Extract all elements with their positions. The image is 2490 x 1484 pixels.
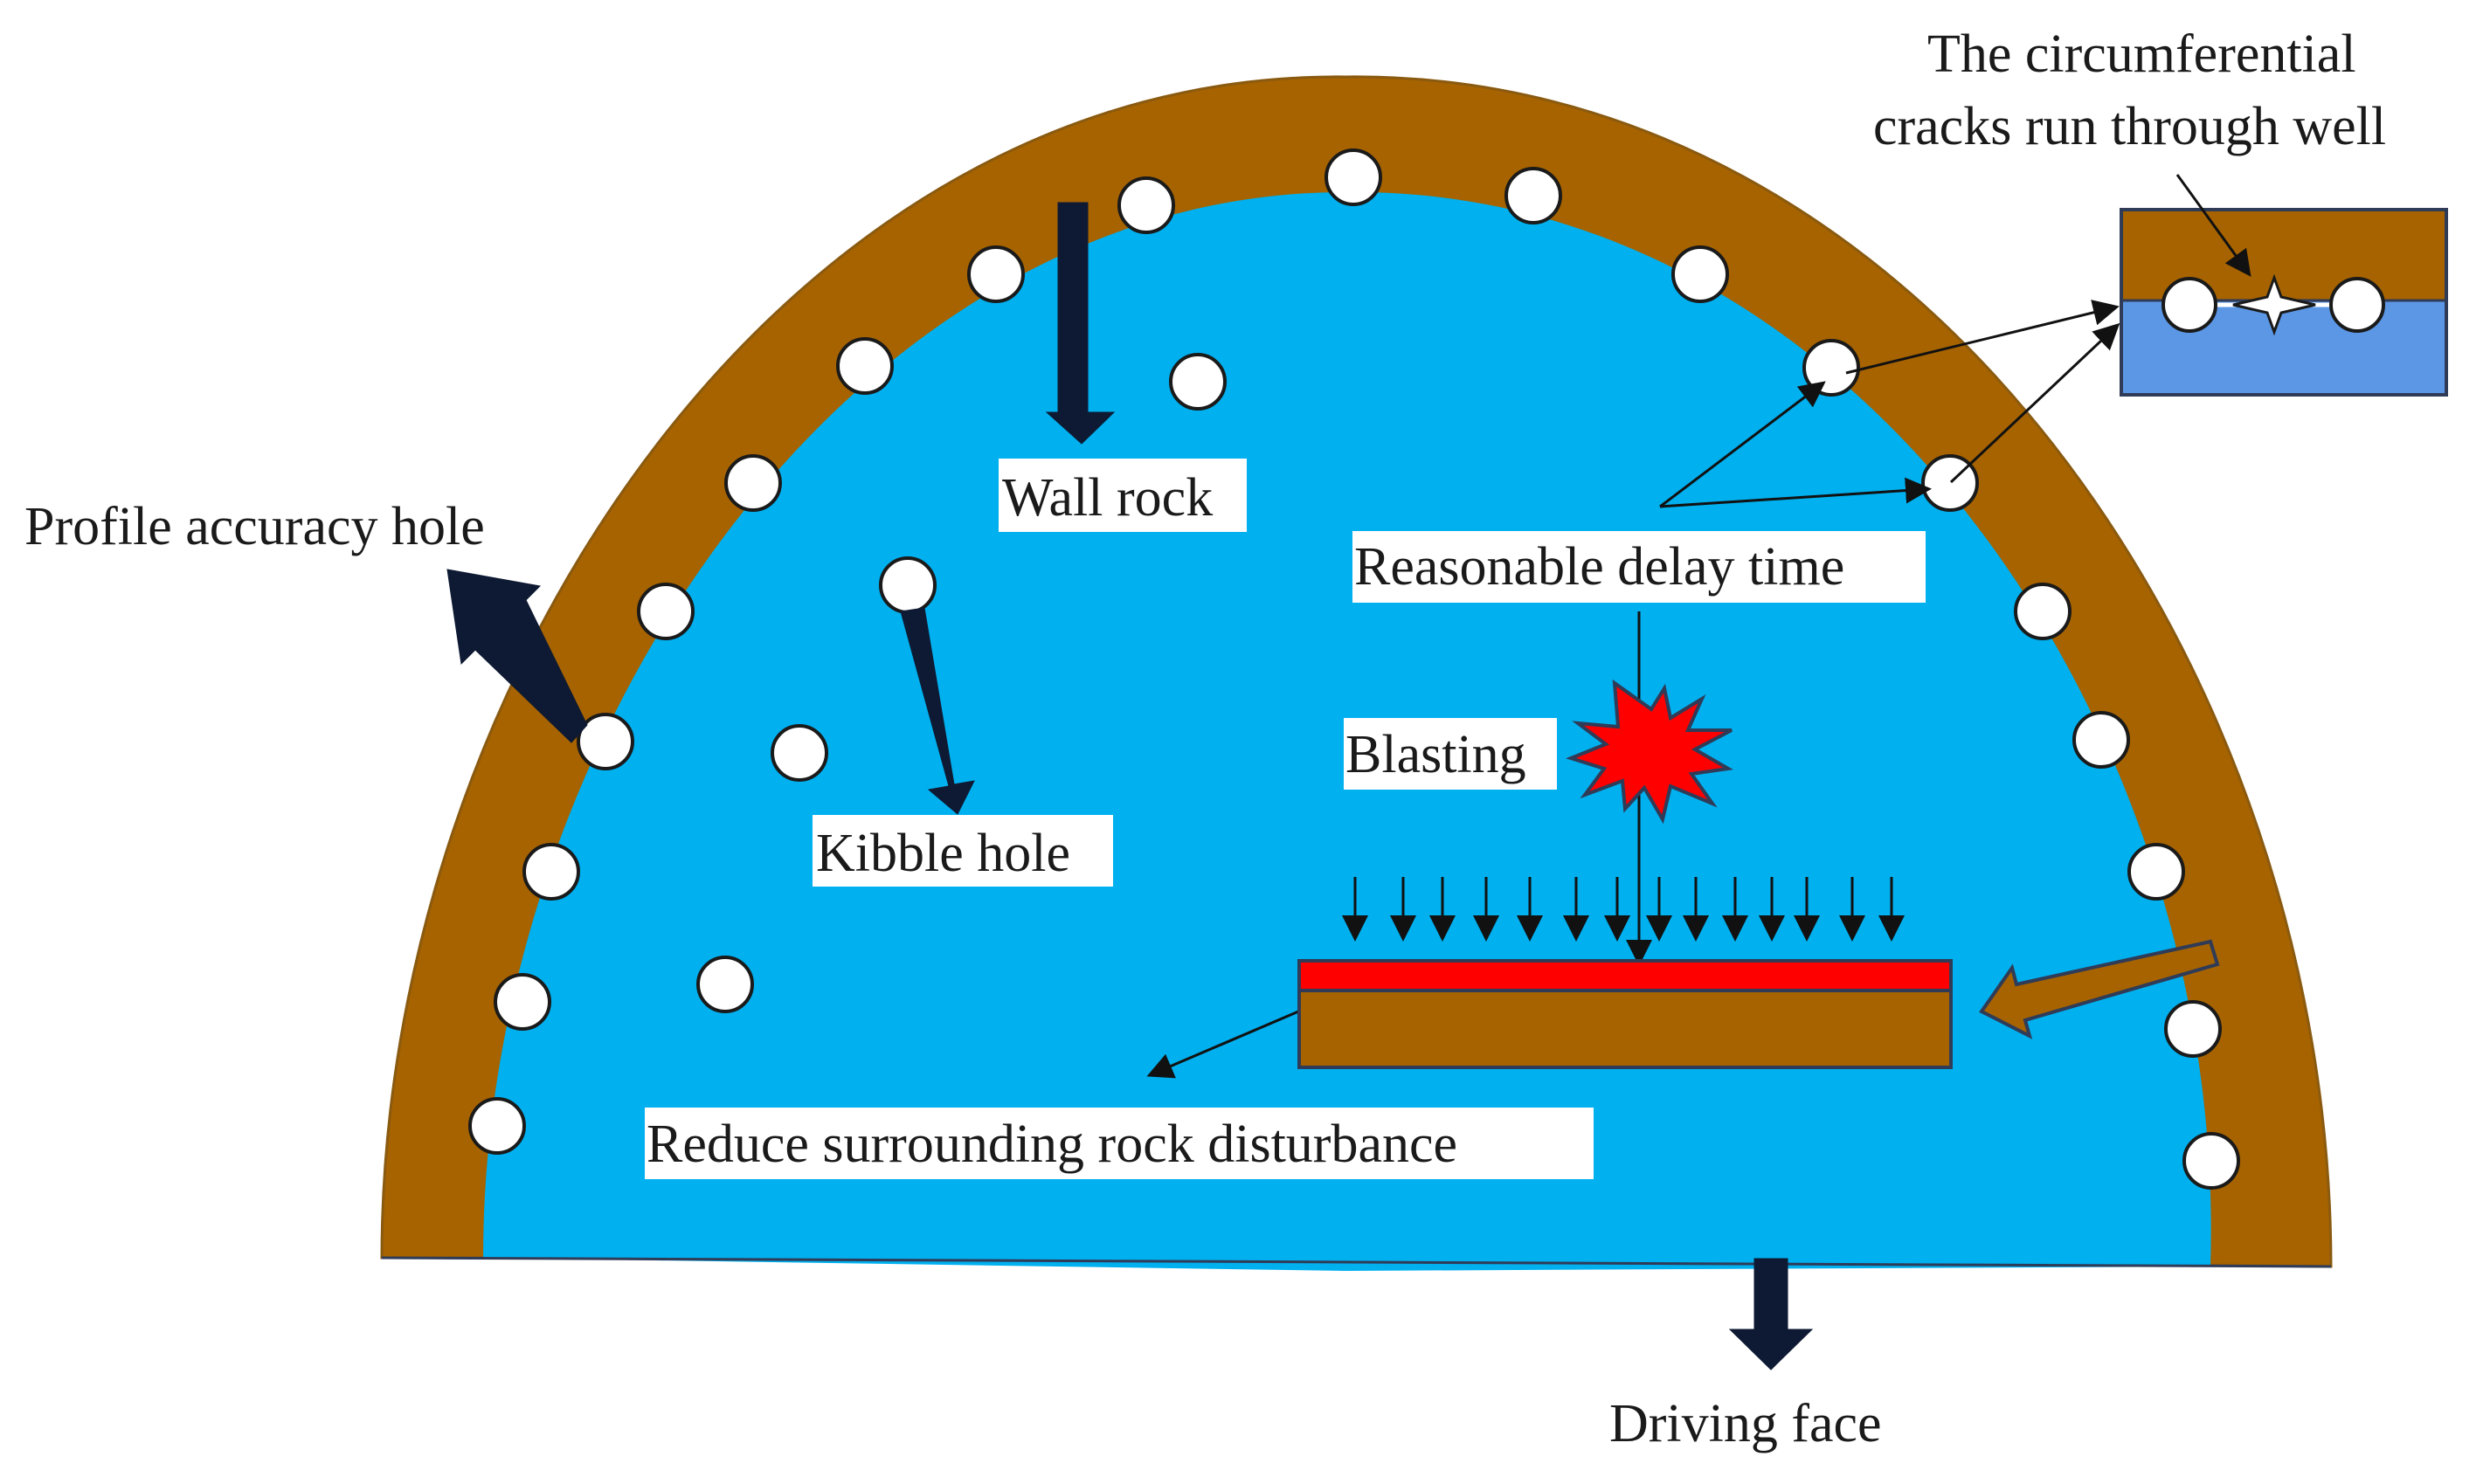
crack-star-icon — [2232, 273, 2316, 336]
driving-face-label: Driving face — [1609, 1394, 1882, 1453]
compression-arrow-icon — [1979, 939, 2220, 1039]
kibble-hole-label: Kibble hole — [816, 824, 1070, 883]
hole-circle-icon — [879, 556, 937, 614]
pointer-line — [1659, 381, 1826, 508]
hole-circle-icon — [967, 245, 1025, 303]
reduce-disturbance-label: Reduce surrounding rock disturbance — [647, 1115, 1457, 1174]
hole-circle-icon — [1504, 167, 1562, 224]
hole-circle-icon — [1169, 353, 1227, 411]
hole-circle-icon — [494, 973, 551, 1031]
cracks-label-line2: cracks run through well — [1873, 97, 2386, 156]
navy-arrows — [446, 202, 1814, 1370]
hole-circle-icon — [2072, 711, 2130, 769]
perimeter-holes — [468, 148, 2240, 1190]
pointer-line — [1659, 477, 1932, 508]
wall-rock-label-bg — [999, 459, 1247, 532]
hole-circle-icon — [522, 843, 580, 901]
hole-circle-icon — [2014, 583, 2072, 640]
cracks-label-line1: The circumferential — [1927, 24, 2356, 84]
profile-accuracy-label: Profile accuracy hole — [24, 497, 485, 556]
hole-circle-icon — [2127, 843, 2185, 901]
delay-time-label-bg — [1352, 531, 1926, 603]
profile-accuracy-arrow-icon — [446, 569, 588, 743]
hole-circle-icon — [696, 956, 754, 1013]
kibble-hole-label-bg — [813, 815, 1113, 887]
hole-circle-icon — [1325, 148, 1382, 206]
reduce-disturbance-label-bg — [645, 1108, 1594, 1179]
damage-layer — [1297, 959, 1953, 992]
pointer-line — [1949, 322, 2120, 484]
hole-circle-icon — [1802, 339, 1860, 397]
hole-circle-icon — [836, 337, 894, 395]
hole-circle-icon — [724, 454, 782, 512]
hole-circle-icon — [637, 583, 695, 640]
blast-starburst-icon — [1566, 679, 1734, 825]
hole-circle-icon — [2161, 277, 2217, 333]
blasting-label: Blasting — [1345, 725, 1526, 784]
blasting-label-bg — [1344, 718, 1557, 790]
inset-frame — [2120, 208, 2448, 397]
wall-rock-label: Wall rock — [1002, 468, 1213, 528]
hole-circle-icon — [2182, 1132, 2240, 1190]
delay-time-label: Reasonable delay time — [1354, 537, 1844, 597]
pointer-line — [1845, 300, 2120, 375]
inset-pointer-line — [2175, 174, 2251, 277]
hole-circle-icon — [577, 713, 634, 770]
wall-rock-arrow-icon — [1045, 202, 1116, 445]
hole-circle-icon — [771, 724, 828, 782]
hole-circle-icon — [1671, 245, 1729, 303]
hole-circle-icon — [2329, 277, 2385, 333]
hole-circle-icon — [468, 1097, 526, 1155]
tunnel-floor-line — [381, 1256, 2332, 1268]
driving-face-arrow-icon — [1728, 1258, 1814, 1370]
stress-arrows — [1342, 877, 1905, 942]
hole-circle-icon — [2164, 1000, 2222, 1058]
kibble-hole-arrow-icon — [900, 607, 975, 815]
crack-inset — [2120, 174, 2448, 397]
hole-circle-icon — [1117, 176, 1175, 234]
